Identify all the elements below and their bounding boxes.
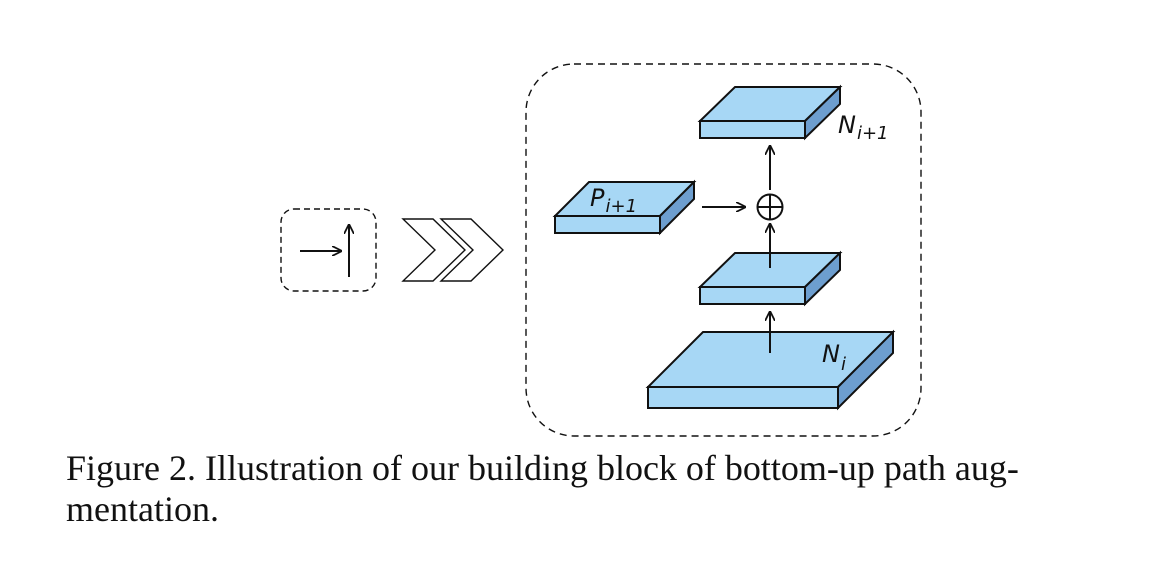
chevron-2 [439,218,505,282]
block-downsampled [697,250,843,307]
block-front-face [699,286,806,305]
label-n-i: Ni [822,340,846,375]
legend-dashed-box [280,208,377,292]
block-front-face [554,215,661,234]
caption-line-1: Figure 2. Illustration of our building b… [66,448,1019,488]
caption-line-2: mentation. [66,489,219,529]
block-front-face [647,386,839,409]
circle-plus-icon [756,193,784,221]
label-n-i-plus-1: Ni+1 [838,111,889,144]
label-p-i-plus-1: Pi+1 [590,184,637,217]
block-front-face [699,120,806,139]
block-n-i-plus-1 [697,84,843,141]
block-n-i [645,329,896,411]
figure-caption: Figure 2. Illustration of our building b… [66,448,1146,530]
legend-block [280,208,377,292]
double-chevron-icon [401,218,505,282]
chevron-1 [401,218,467,282]
building-block-dashed-box [525,63,922,437]
block-p-i-plus-1 [552,179,697,236]
